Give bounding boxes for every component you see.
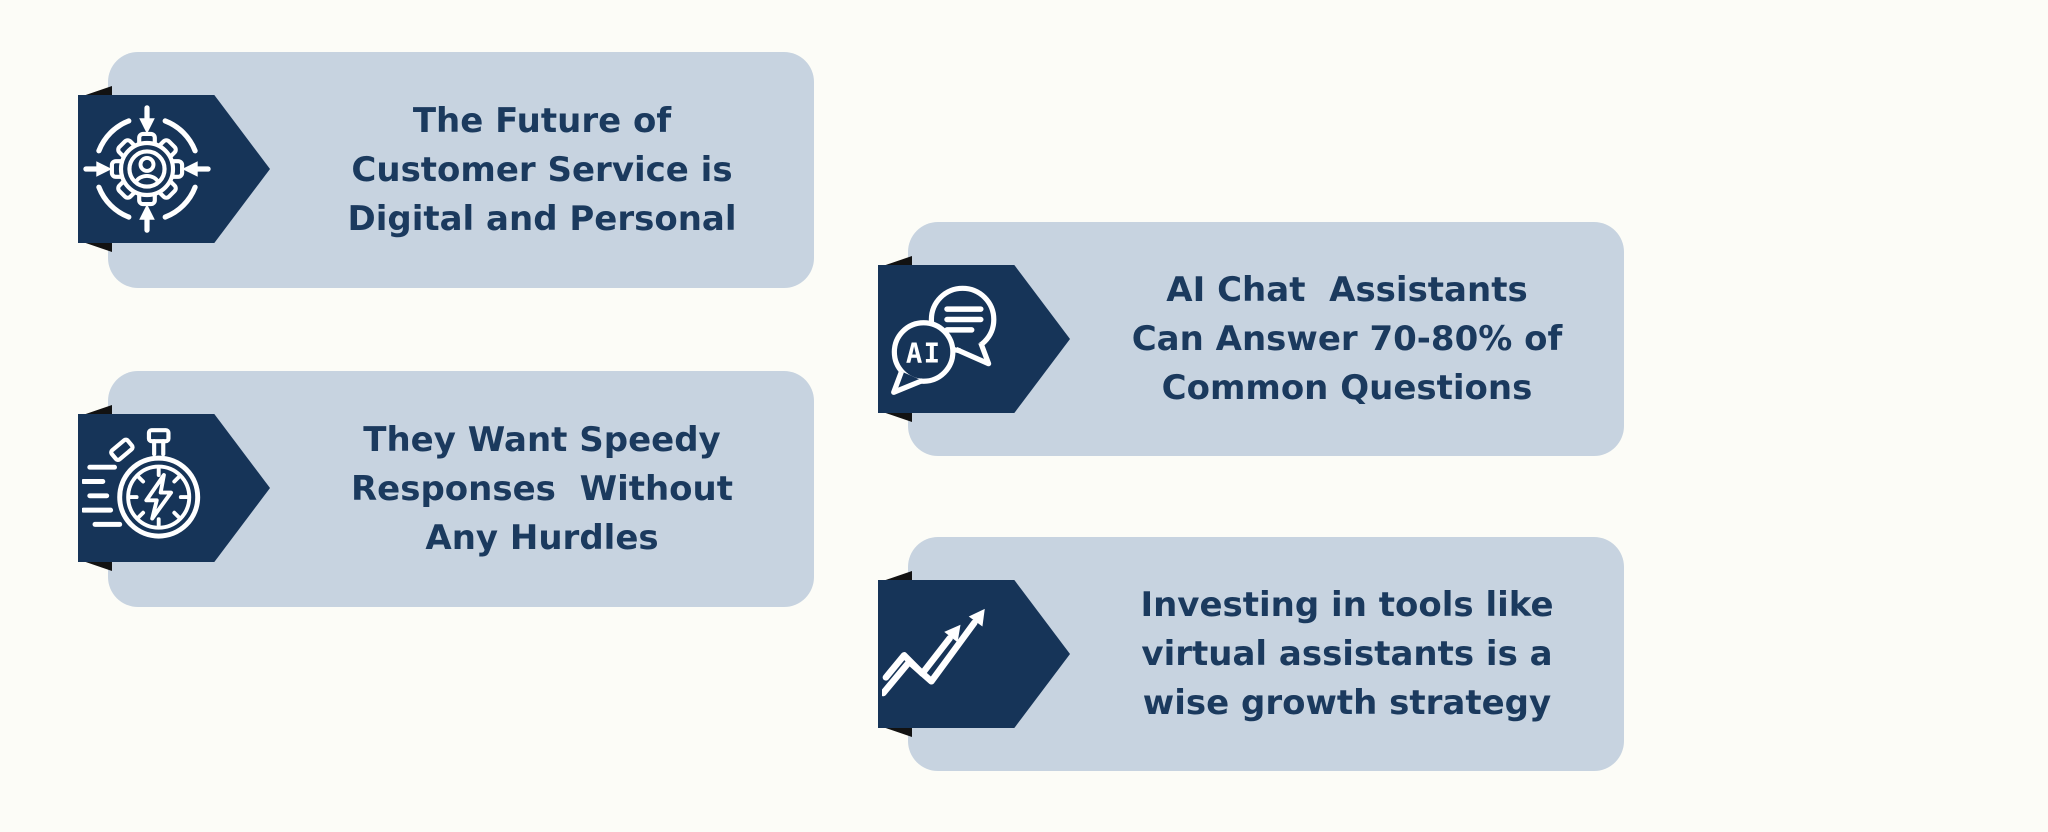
card-text-line: Can Answer 70-80% of xyxy=(1131,318,1563,359)
card-text-line: Digital and Personal xyxy=(347,198,737,239)
card-text-line: Common Questions xyxy=(1161,367,1533,408)
card-text: Investing in tools like virtual assistan… xyxy=(1076,537,1618,771)
card-text: The Future of Customer Service is Digita… xyxy=(276,52,808,288)
info-card-speedy: They Want Speedy Responses Without Any H… xyxy=(78,371,814,607)
card-text: AI Chat Assistants Can Answer 70-80% of … xyxy=(1076,222,1618,456)
user-icon xyxy=(134,156,160,184)
ai-chat-bubbles-icon: AI xyxy=(891,285,997,395)
icon-badge xyxy=(878,580,1070,728)
card-text-line: They Want Speedy xyxy=(363,419,721,460)
card-text-line: The Future of xyxy=(412,100,672,141)
speed-stopwatch-icon xyxy=(82,428,201,539)
growth-arrows-icon xyxy=(882,608,985,697)
card-text-line: Investing in tools like xyxy=(1140,584,1554,625)
card-text-line: Customer Service is xyxy=(351,149,733,190)
card-text: They Want Speedy Responses Without Any H… xyxy=(276,371,808,607)
user-gear-sync-icon xyxy=(83,105,211,233)
icon-badge xyxy=(78,414,270,562)
card-text-line: virtual assistants is a xyxy=(1141,633,1553,674)
icon-badge: AI xyxy=(878,265,1070,413)
card-text-line: wise growth strategy xyxy=(1142,682,1552,723)
icon-badge xyxy=(78,95,270,243)
card-text-line: AI Chat Assistants xyxy=(1166,269,1528,310)
info-card-future: The Future of Customer Service is Digita… xyxy=(78,52,814,288)
lightning-bolt-icon xyxy=(144,473,173,521)
ai-bubble-label: AI xyxy=(906,338,941,369)
info-card-ai-chat: AI AI Chat Assistants Can Answer 70-80% … xyxy=(878,222,1624,456)
info-card-investing: Investing in tools like virtual assistan… xyxy=(878,537,1624,771)
card-text-line: Any Hurdles xyxy=(425,517,659,558)
card-text-line: Responses Without xyxy=(350,468,734,509)
